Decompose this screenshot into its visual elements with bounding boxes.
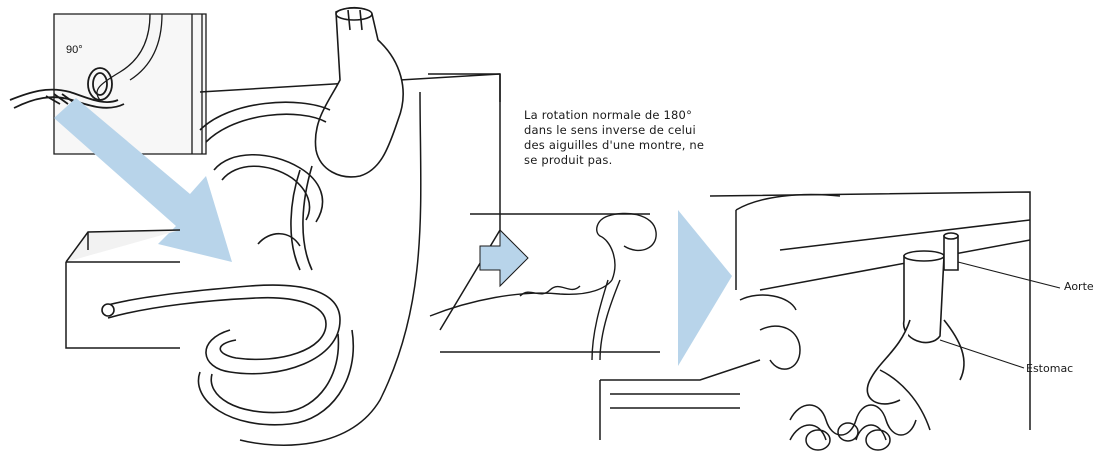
stomach-label: Estomac [1026, 362, 1073, 375]
rotation-caption: La rotation normale de 180° dans le sens… [524, 108, 794, 168]
caption-line: dans le sens inverse de celui [524, 123, 794, 138]
aorta-stomach-right [867, 233, 964, 404]
oesophagus-stomach [315, 8, 403, 177]
caption-line: La rotation normale de 180° [524, 108, 794, 123]
caption-line: se produit pas. [524, 153, 794, 168]
blue-arrow-right [678, 210, 732, 366]
angle-label: 90° [66, 44, 83, 56]
right-abdominal-block [600, 192, 1030, 440]
aorta-label: Aorte [1064, 280, 1094, 293]
caption-line: des aiguilles d'une montre, ne [524, 138, 794, 153]
